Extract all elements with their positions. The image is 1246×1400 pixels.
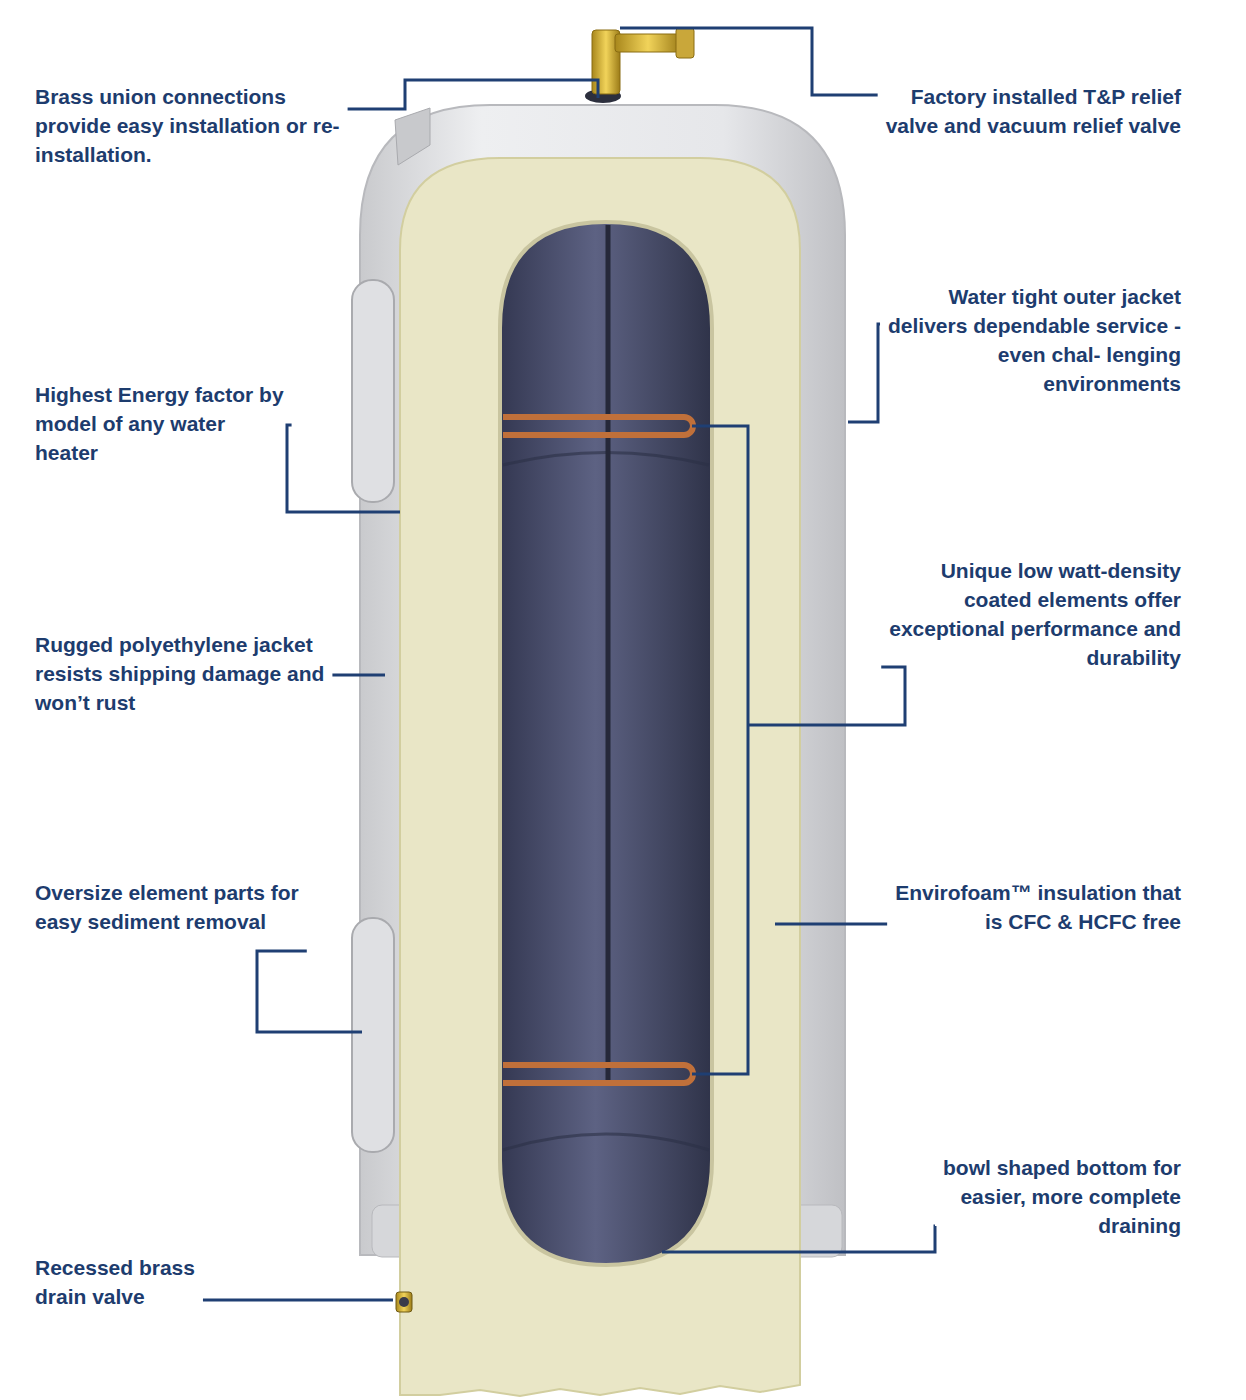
callout-label: Rugged polyethylene jacket resists shipp… (35, 630, 325, 717)
tank-interior (500, 222, 712, 1265)
leader-line (748, 667, 905, 725)
callout-label: Unique low watt-density coated elements … (871, 556, 1181, 672)
leader-line (662, 1226, 935, 1252)
lower-element-cover (352, 918, 394, 1152)
callout-label: Highest Energy factor by model of any wa… (35, 380, 290, 467)
leader-line (348, 80, 598, 109)
callout-label: Brass union connections provide easy ins… (35, 82, 345, 169)
anode-rod (606, 225, 611, 1080)
leader-line (848, 324, 880, 422)
union-nut (676, 28, 694, 58)
top-bracket (395, 108, 430, 165)
foam-insulation (400, 158, 800, 1396)
upper-heating-element (503, 417, 693, 435)
leader-line (775, 923, 887, 926)
leader-line (203, 1299, 393, 1302)
lower-heating-element (503, 1065, 693, 1083)
leader-line (332, 674, 385, 677)
drain-valve-knob (399, 1297, 409, 1307)
callout-label: Factory installed T&P relief valve and v… (881, 82, 1181, 140)
element-bracket (692, 426, 748, 1074)
upper-element-cover (352, 280, 394, 502)
callout-label: Envirofoam™ insulation that is CFC & HCF… (881, 878, 1181, 936)
callout-label: Recessed brass drain valve (35, 1253, 235, 1311)
leader-line (620, 28, 878, 95)
callout-label: Oversize element parts for easy sediment… (35, 878, 335, 936)
tank-bottom-shading (503, 1134, 709, 1150)
callout-label: bowl shaped bottom for easier, more comp… (881, 1153, 1181, 1240)
callout-label: Water tight outer jacket delivers depend… (881, 282, 1181, 398)
leader-line (257, 951, 362, 1032)
tp-valve-outlet (615, 34, 681, 52)
leader-line (287, 425, 400, 512)
drain-valve (396, 1292, 412, 1312)
